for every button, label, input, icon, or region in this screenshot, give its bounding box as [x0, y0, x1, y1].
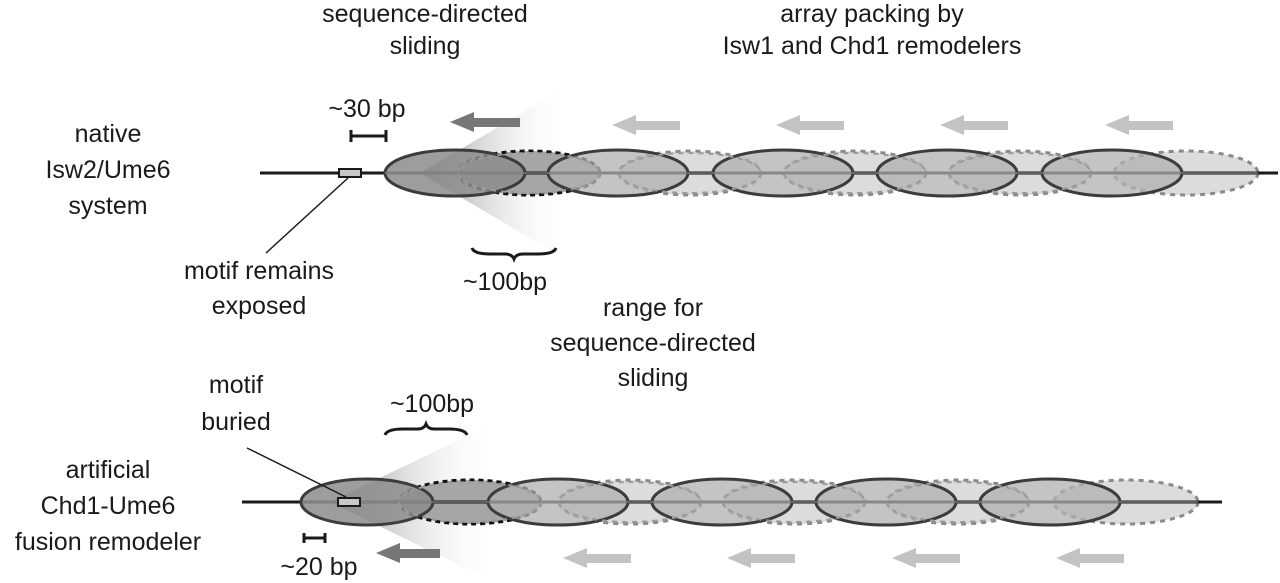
packing-arrow-icon: [612, 115, 680, 135]
label-native: native: [75, 120, 142, 148]
sliding-arrow-icon: [450, 112, 520, 132]
label-chd1-ume6: Chd1-Ume6: [41, 492, 176, 520]
label-100bp-bottom: ~100bp: [390, 390, 474, 418]
motif-box: [337, 497, 361, 507]
packing-arrow-icon: [1105, 115, 1173, 135]
label-motif-remains: motif remains: [184, 257, 334, 285]
motif-leader-line: [265, 177, 349, 254]
packing-arrow-icon: [776, 115, 844, 135]
packing-arrow-icon: [940, 115, 1008, 135]
scale-bar-20bp: [302, 533, 327, 543]
label-exposed: exposed: [212, 292, 307, 320]
label-100bp-top: ~100bp: [463, 268, 547, 296]
label-system: system: [68, 192, 147, 220]
label-20bp: ~20 bp: [280, 553, 357, 581]
packing-arrow-icon: [563, 548, 631, 568]
label-fusion-remodeler: fusion remodeler: [15, 528, 201, 556]
label-motif: motif: [209, 371, 263, 399]
scale-bar-30bp: [349, 130, 388, 142]
packing-arrow-icon: [1056, 548, 1124, 568]
label-buried: buried: [201, 408, 271, 436]
motif-leader-line: [246, 447, 347, 498]
brace-100bp: [470, 247, 558, 264]
label-30bp: ~30 bp: [328, 95, 405, 123]
packing-arrow-icon: [727, 548, 795, 568]
label-range-sequence-directed: sequence-directed: [550, 329, 756, 357]
artificial-row: [242, 419, 1222, 583]
native-row: [260, 85, 1278, 264]
label-range-sliding: sliding: [618, 364, 689, 392]
brace-100bp: [383, 419, 469, 436]
label-sequence-directed: sequence-directed: [322, 0, 528, 28]
label-isw2-ume6: Isw2/Ume6: [45, 156, 170, 184]
label-artificial: artificial: [66, 456, 151, 484]
label-array-packing: array packing by: [780, 0, 964, 28]
label-remodelers: Isw1 and Chd1 remodelers: [723, 32, 1022, 60]
motif-box: [338, 168, 362, 178]
packing-arrow-icon: [892, 548, 960, 568]
label-sliding: sliding: [390, 32, 461, 60]
sliding-arrow-icon: [376, 543, 440, 563]
label-range-for: range for: [603, 294, 703, 322]
